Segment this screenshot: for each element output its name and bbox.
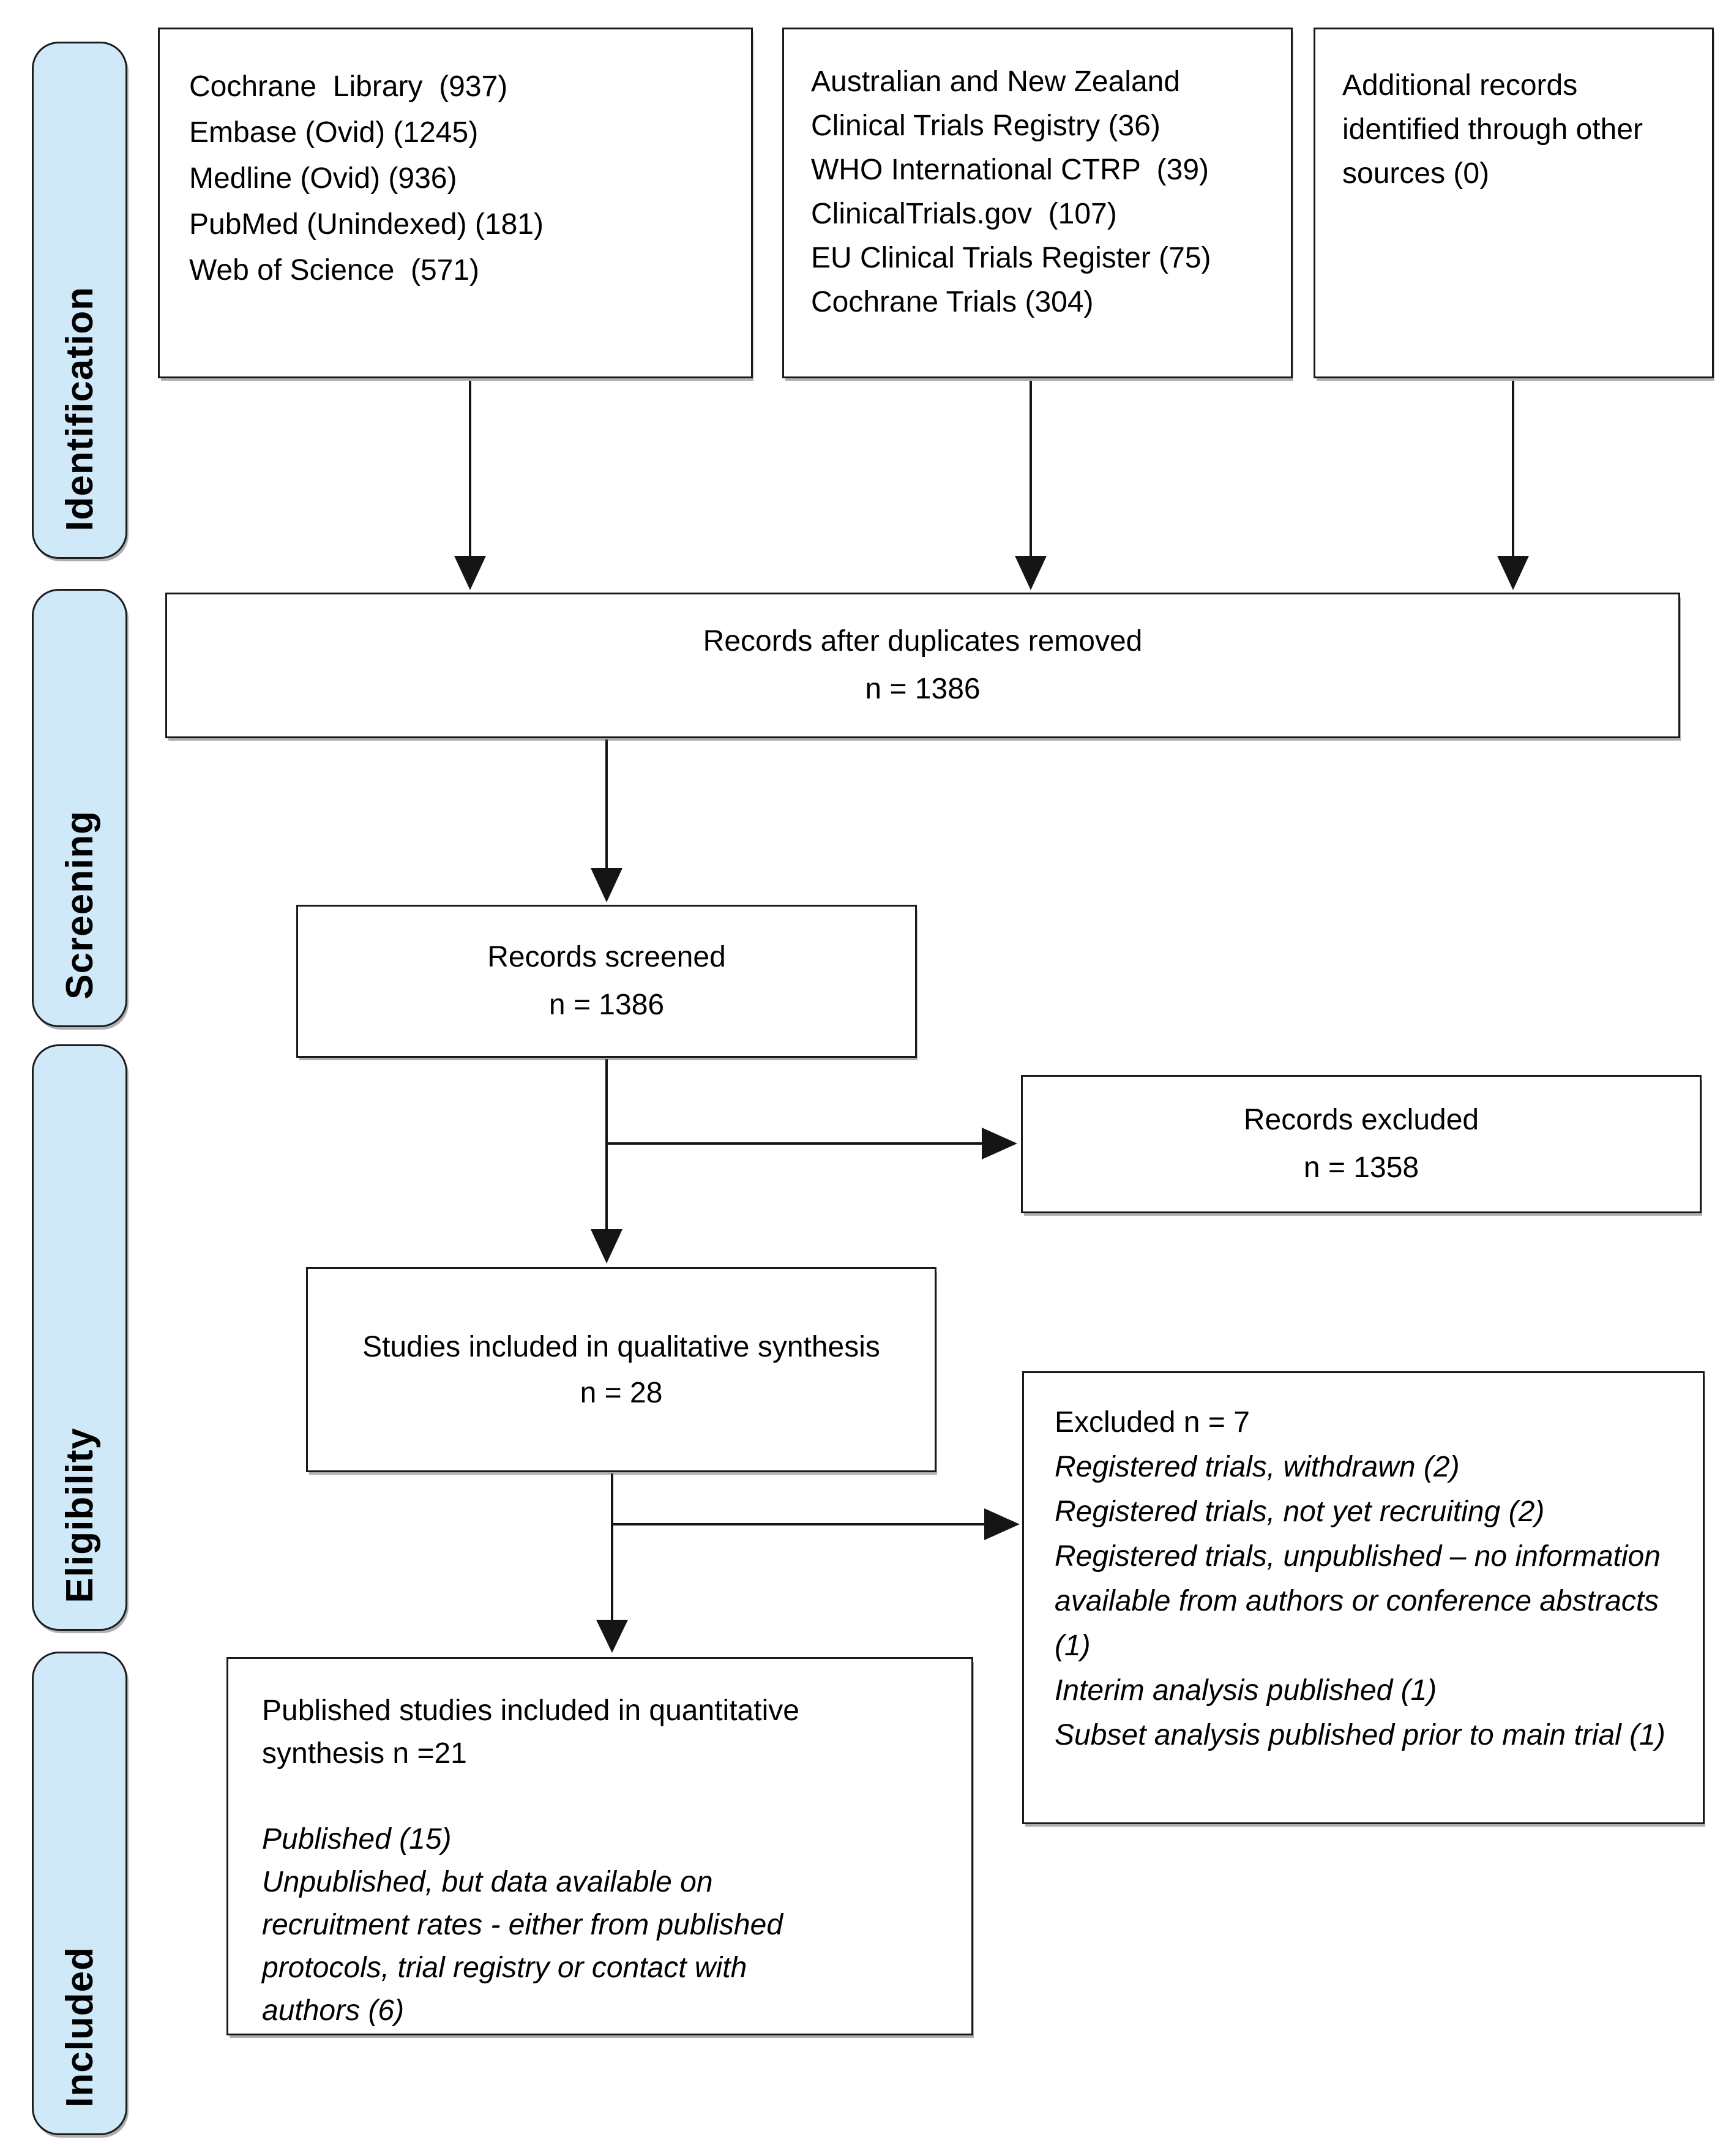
arrow-screened-to-qualitative bbox=[591, 1059, 622, 1263]
records-screened-box: Records screened n = 1386 bbox=[296, 905, 917, 1058]
box-count: n = 28 bbox=[580, 1376, 663, 1409]
registry-source-line: ClinicalTrials.gov (107) bbox=[811, 198, 1117, 230]
blank-line bbox=[262, 1775, 849, 1818]
additional-records-box: Additional records identified through ot… bbox=[1314, 28, 1714, 378]
box-count: n = 1386 bbox=[548, 989, 665, 1021]
box-title: Records excluded bbox=[1243, 1104, 1479, 1136]
exclusion-reason: Registered trials, withdrawn (2) bbox=[1055, 1451, 1460, 1483]
quantitative-detail: Published (15) bbox=[262, 1823, 452, 1855]
database-source-line: PubMed (Unindexed) (181) bbox=[189, 208, 544, 241]
stage-tab-eligibility: Eligibility bbox=[32, 1044, 127, 1631]
records-after-duplicates-box: Records after duplicates removed n = 138… bbox=[165, 593, 1680, 738]
additional-records-text: Additional records identified through ot… bbox=[1342, 69, 1651, 190]
exclusion-reason: Registered trials, unpublished – no info… bbox=[1055, 1540, 1669, 1662]
exclusion-reason: Subset analysis published prior to main … bbox=[1055, 1719, 1665, 1751]
database-source-line: Medline (Ovid) (936) bbox=[189, 162, 457, 195]
arrow-databases-to-deduplicated bbox=[454, 381, 486, 590]
registry-source-line: EU Clinical Trials Register (75) bbox=[811, 242, 1211, 274]
arrow-other-sources-to-deduplicated bbox=[1497, 381, 1529, 590]
exclusion-reason: Interim analysis published (1) bbox=[1055, 1674, 1437, 1707]
box-title: Studies included in qualitative synthesi… bbox=[362, 1330, 880, 1363]
stage-label-eligibility: Eligibility bbox=[58, 1428, 101, 1603]
excluded-studies-title: Excluded n = 7 bbox=[1055, 1406, 1250, 1439]
exclusion-reason: Registered trials, not yet recruiting (2… bbox=[1055, 1495, 1545, 1528]
quantitative-title: Published studies included in quantitati… bbox=[262, 1694, 808, 1770]
stage-label-screening: Screening bbox=[58, 810, 101, 1000]
database-source-line: Cochrane Library (937) bbox=[189, 70, 508, 103]
stage-label-included: Included bbox=[58, 1947, 101, 2108]
box-count: n = 1386 bbox=[865, 673, 981, 705]
arrow-deduplicated-to-screened bbox=[591, 739, 622, 902]
box-title: Records screened bbox=[487, 941, 726, 973]
arrow-qualitative-to-excluded-studies bbox=[612, 1508, 1020, 1540]
database-source-line: Embase (Ovid) (1245) bbox=[189, 116, 479, 149]
records-excluded-box: Records excluded n = 1358 bbox=[1021, 1075, 1702, 1213]
stage-tab-screening: Screening bbox=[32, 589, 127, 1027]
arrow-registries-to-deduplicated bbox=[1015, 381, 1047, 590]
stage-tab-included: Included bbox=[32, 1652, 127, 2135]
database-source-line: Web of Science (571) bbox=[189, 254, 480, 286]
trial-registries-box: Australian and New Zealand Clinical Tria… bbox=[782, 28, 1293, 378]
quantitative-synthesis-box: Published studies included in quantitati… bbox=[226, 1657, 973, 2035]
arrow-screened-to-records-excluded bbox=[607, 1128, 1017, 1159]
excluded-studies-box: Excluded n = 7 Registered trials, withdr… bbox=[1022, 1371, 1705, 1824]
databases-sources-box: Cochrane Library (937) Embase (Ovid) (12… bbox=[158, 28, 753, 378]
box-title: Records after duplicates removed bbox=[703, 625, 1143, 657]
registry-source-line: WHO International CTRP (39) bbox=[811, 154, 1209, 186]
stage-label-identification: Identification bbox=[58, 286, 101, 531]
box-count: n = 1358 bbox=[1303, 1151, 1419, 1184]
arrow-qualitative-to-quantitative bbox=[596, 1473, 628, 1653]
registry-source-line: Cochrane Trials (304) bbox=[811, 286, 1094, 318]
qualitative-synthesis-box: Studies included in qualitative synthesi… bbox=[306, 1267, 936, 1472]
quantitative-detail: Unpublished, but data available on recru… bbox=[262, 1866, 791, 2027]
registry-source-line: Australian and New Zealand Clinical Tria… bbox=[811, 66, 1189, 142]
stage-tab-identification: Identification bbox=[32, 42, 127, 559]
